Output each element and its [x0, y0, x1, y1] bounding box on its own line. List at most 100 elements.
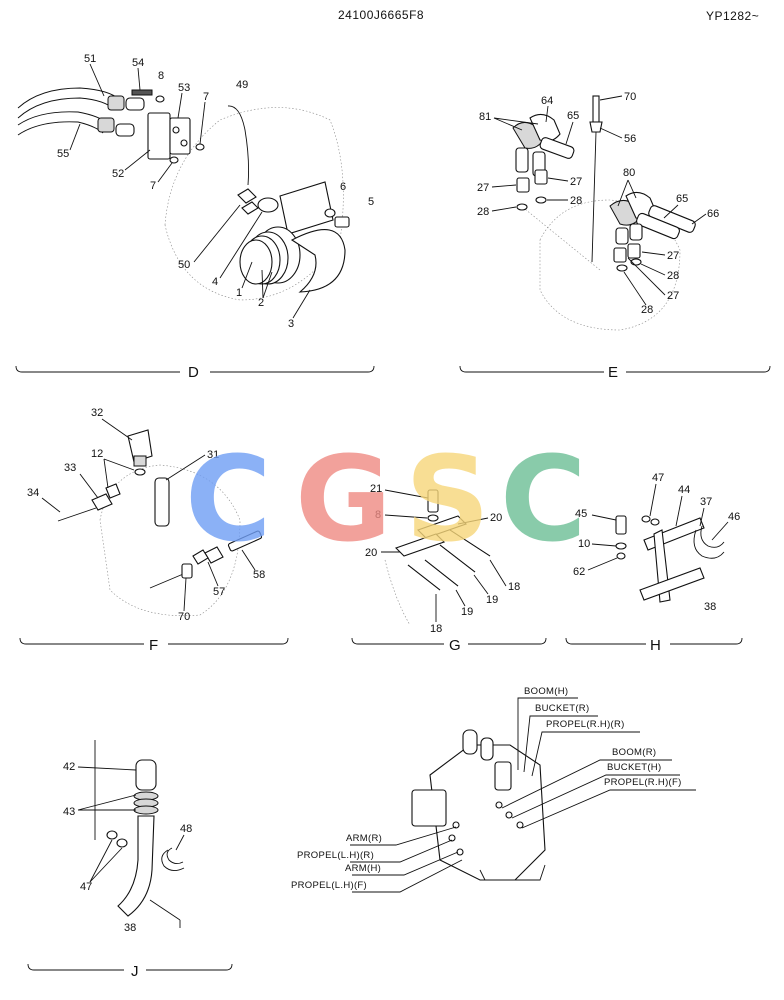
callout-d-54: 54	[132, 57, 144, 69]
section-j-drawing	[94, 740, 185, 928]
callout-h-62: 62	[573, 566, 585, 578]
callout-e-28a: 28	[477, 206, 489, 218]
valve-label-propel-rh-f: PROPEL(R.H)(F)	[604, 777, 682, 788]
section-d-callouts: 51 54 8 53 7 49 55 52 7 6 5 50 4 1 2 3	[57, 53, 374, 330]
callout-d-2: 2	[258, 297, 264, 309]
callout-f-34: 34	[27, 487, 39, 499]
callout-e-28d: 28	[641, 304, 653, 316]
callout-j-47: 47	[80, 881, 92, 893]
callout-f-70: 70	[178, 611, 190, 623]
section-e-callouts: 70 81 64 65 56 27 27 28 28 80 65 66 27 2…	[477, 91, 719, 316]
callout-e-65a: 65	[567, 110, 579, 122]
callout-e-27c: 27	[667, 250, 679, 262]
callout-d-6: 6	[340, 181, 346, 193]
callout-e-65b: 65	[676, 193, 688, 205]
callout-j-42: 42	[63, 761, 75, 773]
section-f-callouts: 32 12 31 33 34 58 57 70	[27, 407, 265, 623]
valve-label-arm-h: ARM(H)	[345, 863, 381, 874]
callout-d-4: 4	[212, 276, 218, 288]
callout-f-58: 58	[253, 569, 265, 581]
callout-f-32: 32	[91, 407, 103, 419]
callout-h-37: 37	[700, 496, 712, 508]
section-e-bracket: E	[459, 364, 771, 381]
callout-d-49: 49	[236, 79, 248, 91]
callout-g-18b: 18	[430, 623, 442, 635]
valve-label-propel-rh-r: PROPEL(R.H)(R)	[546, 719, 625, 730]
callout-e-27a: 27	[477, 182, 489, 194]
callout-f-33: 33	[64, 462, 76, 474]
callout-h-45: 45	[575, 508, 587, 520]
callout-h-38: 38	[704, 601, 716, 613]
callout-d-5: 5	[368, 196, 374, 208]
valve-label-boom-h: BOOM(H)	[524, 686, 568, 697]
callout-g-20b: 20	[365, 547, 377, 559]
drawing-code: 24100J6665F8	[338, 8, 424, 22]
callout-d-55: 55	[57, 148, 69, 160]
callout-j-48: 48	[180, 823, 192, 835]
callout-d-8: 8	[158, 70, 164, 82]
callout-e-70: 70	[624, 91, 636, 103]
callout-f-31: 31	[207, 449, 219, 461]
section-g-drawing	[384, 489, 491, 626]
callout-d-1: 1	[236, 287, 242, 299]
watermark: C G S C	[185, 430, 587, 568]
watermark-letter-3: S	[405, 430, 490, 568]
valve-label-bucket-h: BUCKET(H)	[607, 762, 661, 773]
callout-g-19a: 19	[486, 594, 498, 606]
callout-h-46: 46	[728, 511, 740, 523]
callout-f-12: 12	[91, 448, 103, 460]
callout-d-51: 51	[84, 53, 96, 65]
section-g-label: G	[449, 637, 461, 654]
section-h-callouts: 47 44 37 45 46 10 62 38	[573, 472, 740, 613]
callout-g-18a: 18	[508, 581, 520, 593]
callout-g-20a: 20	[490, 512, 502, 524]
valve-label-propel-lh-f: PROPEL(L.H)(F)	[291, 880, 367, 891]
callout-g-21: 21	[370, 483, 382, 495]
valve-label-boom-r: BOOM(R)	[612, 747, 656, 758]
section-j-label: J	[131, 963, 139, 980]
callout-d-3: 3	[288, 318, 294, 330]
callout-d-50: 50	[178, 259, 190, 271]
watermark-letter-1: C	[185, 430, 272, 568]
watermark-letter-4: C	[500, 430, 587, 568]
section-f-drawing	[57, 429, 263, 616]
callout-d-7b: 7	[150, 180, 156, 192]
section-h-bracket: H	[565, 637, 743, 654]
callout-h-47: 47	[652, 472, 664, 484]
callout-h-10: 10	[578, 538, 590, 550]
callout-j-38: 38	[124, 922, 136, 934]
callout-e-27d: 27	[667, 290, 679, 302]
section-j-bracket: J	[27, 963, 233, 980]
section-f-bracket: F	[19, 637, 289, 654]
section-e-label: E	[608, 364, 618, 381]
valve-label-lines	[350, 697, 696, 893]
callout-f-57: 57	[213, 586, 225, 598]
valve-label-bucket-r: BUCKET(R)	[535, 703, 589, 714]
section-h-drawing	[615, 515, 725, 603]
callout-e-81: 81	[479, 111, 491, 123]
section-d-bracket: D	[15, 364, 375, 381]
valve-labels: BOOM(H) BUCKET(R) PROPEL(R.H)(R) BOOM(R)…	[291, 686, 682, 891]
section-h-label: H	[650, 637, 661, 654]
callout-g-8: 8	[375, 509, 381, 521]
section-d-label: D	[188, 364, 199, 381]
section-g-bracket: G	[351, 637, 547, 654]
callout-d-53: 53	[178, 82, 190, 94]
callout-e-27b: 27	[570, 176, 582, 188]
watermark-letter-2: G	[295, 430, 392, 568]
callout-d-7a: 7	[203, 91, 209, 103]
callout-e-56: 56	[624, 133, 636, 145]
callout-e-28c: 28	[667, 270, 679, 282]
callout-e-80: 80	[623, 167, 635, 179]
callout-e-64: 64	[541, 95, 553, 107]
valve-label-propel-lh-r: PROPEL(L.H)(R)	[297, 850, 374, 861]
callout-h-44: 44	[678, 484, 690, 496]
callout-j-43: 43	[63, 806, 75, 818]
callout-e-28b: 28	[570, 195, 582, 207]
callout-g-19b: 19	[461, 606, 473, 618]
section-g-callouts: 21 8 20 20 18 19 19 18	[365, 483, 520, 635]
section-j-callouts: 42 43 48 47 38	[63, 761, 192, 934]
control-valve-drawing	[411, 729, 546, 881]
section-e-drawing	[512, 95, 696, 331]
